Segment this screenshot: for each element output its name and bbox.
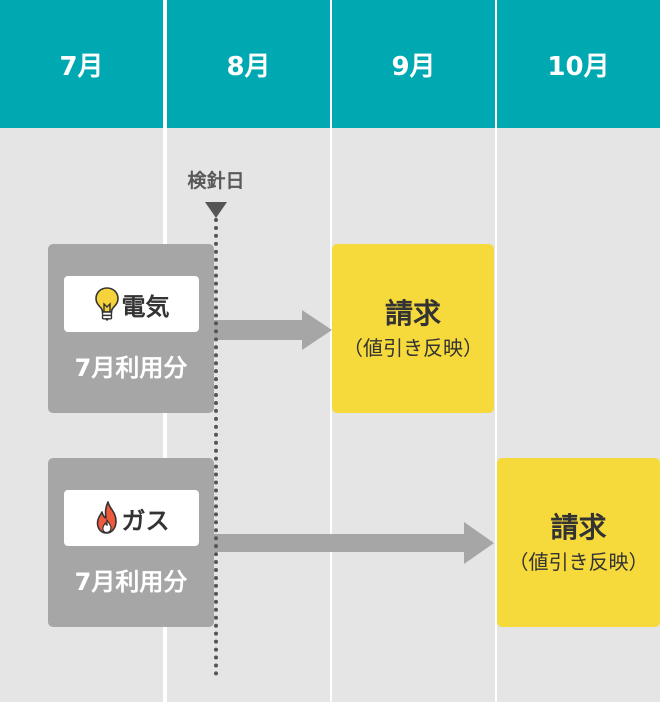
month-column-september: 9月 xyxy=(332,0,495,702)
electricity-usage-box: 電気 7月利用分 xyxy=(48,244,214,413)
month-column-body xyxy=(332,128,495,702)
month-column-august: 8月 xyxy=(167,0,330,702)
month-header: 9月 xyxy=(332,0,495,128)
utility-tag-electricity: 電気 xyxy=(64,276,199,332)
utility-name: 電気 xyxy=(121,292,170,321)
utility-name: ガス xyxy=(121,506,170,535)
gas-arrow xyxy=(212,522,494,564)
bill-note: （値引き反映） xyxy=(343,336,483,361)
month-header: 7月 xyxy=(0,0,163,128)
electricity-bill-box: 請求 （値引き反映） xyxy=(332,244,494,413)
flame-icon xyxy=(96,501,117,534)
month-header: 8月 xyxy=(167,0,330,128)
usage-period-label: 7月利用分 xyxy=(74,354,188,382)
electricity-arrow xyxy=(212,310,332,350)
gas-usage-box: ガス 7月利用分 xyxy=(48,458,214,627)
utility-tag-gas: ガス xyxy=(64,490,199,546)
meter-reading-marker xyxy=(205,202,227,218)
bill-title: 請求 xyxy=(550,510,607,544)
lightbulb-icon xyxy=(94,287,119,321)
usage-period-label: 7月利用分 xyxy=(74,568,188,596)
bill-note: （値引き反映） xyxy=(508,550,649,575)
meter-reading-line xyxy=(214,218,218,676)
month-header: 10月 xyxy=(497,0,660,128)
meter-reading-label: 検針日 xyxy=(187,170,245,192)
bill-title: 請求 xyxy=(384,296,441,330)
gas-bill-box: 請求 （値引き反映） xyxy=(497,458,660,627)
